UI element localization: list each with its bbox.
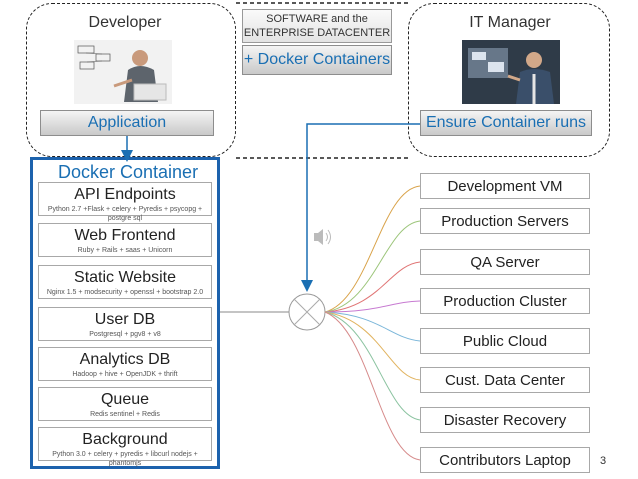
header-line-2: ENTERPRISE DATACENTER	[243, 27, 391, 39]
fan-line-laptop	[324, 311, 421, 461]
fan-line-dr	[324, 311, 421, 421]
service-static-website: Static Website Nginx 1.5 + modsecurity +…	[38, 265, 212, 299]
enterprise-header: SOFTWARE and the ENTERPRISE DATACENTER	[242, 9, 392, 43]
it-manager-title: IT Manager	[469, 14, 551, 31]
fan-line-dev-vm	[324, 185, 421, 313]
fan-line-cust-dc	[324, 311, 421, 381]
service-name: Background	[82, 431, 168, 448]
service-name: API Endpoints	[74, 186, 176, 203]
fan-line-public-cloud	[324, 311, 421, 342]
service-stack: Postgresql + pgv8 + v8	[89, 331, 161, 338]
speaker-icon	[314, 229, 331, 245]
it-manager-panel	[408, 3, 610, 157]
service-name: Web Frontend	[74, 227, 176, 244]
service-stack: Hadoop + hive + OpenJDK + thrift	[72, 371, 178, 378]
docker-container-title: Docker Container	[58, 162, 199, 182]
developer-photo	[74, 40, 172, 104]
application-button[interactable]: Application	[40, 110, 214, 136]
ensure-container-runs-button[interactable]: Ensure Container runs	[420, 110, 592, 136]
ensure-arrow	[301, 123, 420, 292]
target-cust-data-center: Cust. Data Center	[420, 367, 590, 393]
header-line-1: SOFTWARE and the	[266, 13, 368, 25]
target-production-cluster: Production Cluster	[420, 288, 590, 314]
service-stack: Nginx 1.5 + modsecurity + openssl + boot…	[46, 289, 204, 296]
service-name: User DB	[94, 311, 156, 328]
service-stack: Python 3.0 + celery + pyredis + libcurl …	[52, 451, 198, 467]
service-stack: Redis sentinel + Redis	[90, 411, 160, 418]
target-public-cloud: Public Cloud	[420, 328, 590, 354]
service-user-db: User DB Postgresql + pgv8 + v8	[38, 307, 212, 341]
service-analytics-db: Analytics DB Hadoop + hive + OpenJDK + t…	[38, 347, 212, 381]
fan-line-prod-cluster	[324, 300, 421, 313]
developer-title: Developer	[88, 14, 162, 31]
service-web-frontend: Web Frontend Ruby + Rails + saas + Unico…	[38, 223, 212, 257]
service-queue: Queue Redis sentinel + Redis	[38, 387, 212, 421]
service-background: Background Python 3.0 + celery + pyredis…	[38, 427, 212, 467]
service-stack: Ruby + Rails + saas + Unicorn	[77, 247, 173, 254]
target-contributors-laptop: Contributors Laptop	[420, 447, 590, 473]
target-development-vm: Development VM	[420, 173, 590, 199]
page-number: 3	[600, 455, 607, 467]
service-name: Static Website	[74, 269, 176, 286]
fan-line-qa	[324, 261, 421, 313]
target-qa-server: QA Server	[420, 249, 590, 275]
it-manager-photo	[462, 40, 560, 104]
target-production-servers: Production Servers	[420, 208, 590, 234]
hub-multiplexer	[288, 293, 326, 331]
service-api-endpoints: API Endpoints Python 2.7 +Flask + celery…	[38, 182, 212, 222]
service-stack: Python 2.7 +Flask + celery + Pyredis + p…	[47, 206, 203, 222]
fan-line-prod-servers	[324, 220, 421, 313]
service-name: Queue	[100, 391, 150, 408]
service-name: Analytics DB	[79, 351, 171, 368]
docker-containers-label: + Docker Containers	[242, 45, 392, 75]
target-disaster-recovery: Disaster Recovery	[420, 407, 590, 433]
